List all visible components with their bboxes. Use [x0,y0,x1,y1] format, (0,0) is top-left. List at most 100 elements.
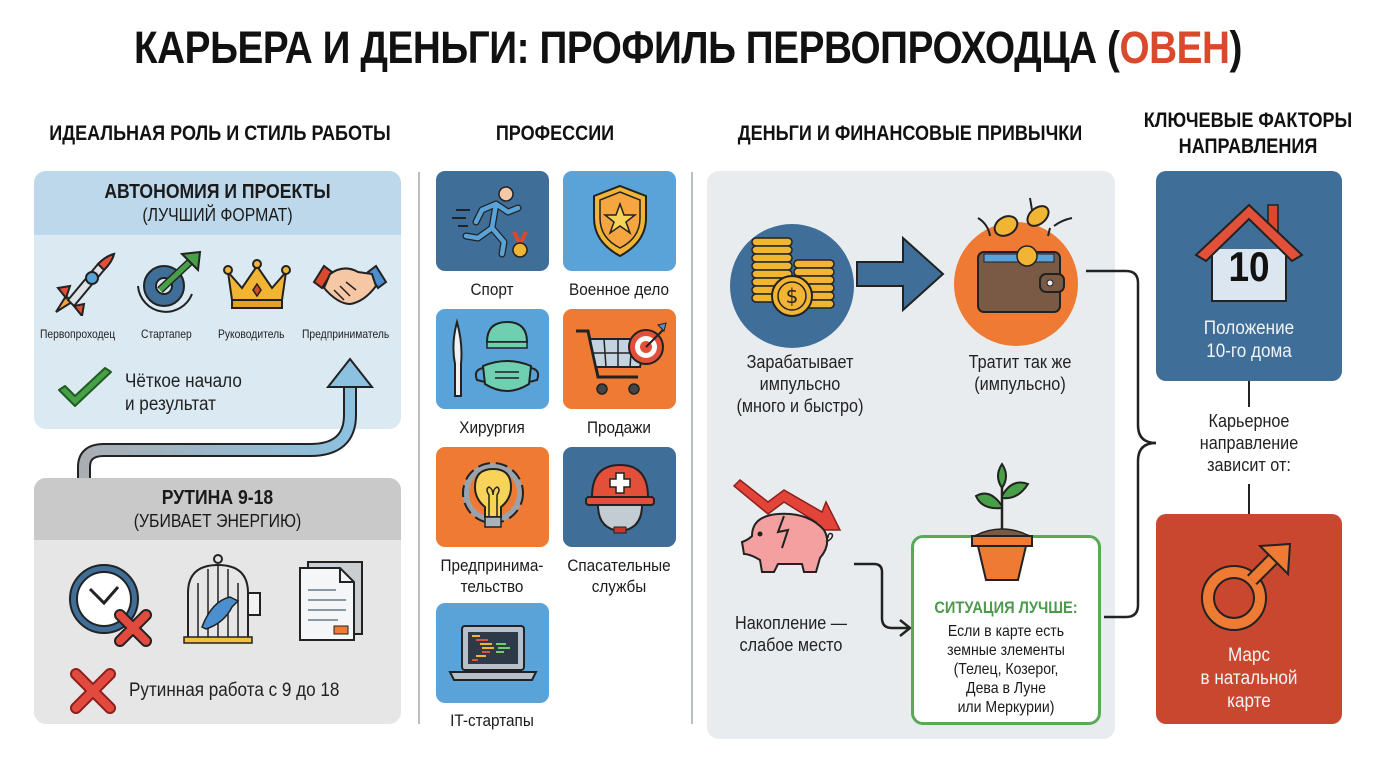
clock-cross-icon [69,564,152,647]
section-header-factors-1: КЛЮЧЕВЫЕ ФАКТОРЫ [1143,109,1353,132]
mars-symbol-icon [1201,542,1292,631]
save-text-1: Накопление — [735,613,847,633]
mars-label: Марс в натальной карте [1165,644,1332,713]
better-body-4: Дева в Луне [966,680,1046,697]
profession-label-sales: Продажи [587,418,651,437]
better-situation-title: СИТУАЦИЯ ЛУЧШЕ: [934,598,1078,617]
upgrade-arrow-icon [77,357,375,480]
earn-text-1: Зарабатывает [746,352,854,372]
mars-label-2: в натальной [1200,668,1298,689]
documents-icon [299,561,363,641]
house-label-1: Положение [1203,318,1295,339]
handshake-icon [312,264,388,306]
house-label-2: 10-го дома [1206,341,1292,362]
page-title: КАРЬЕРА И ДЕНЬГИ: ПРОФИЛЬ ПЕРВОПРОХОДЦА … [96,22,1279,74]
crown-icon [223,259,291,309]
autonomy-card-header: АВТОНОМИЯ И ПРОЕКТЫ (ЛУЧШИЙ ФОРМАТ) [34,171,401,235]
factor-card-mars: Марс в натальной карте [1156,514,1342,724]
broken-piggy-bank-icon [732,478,842,573]
right-arrow-icon [856,235,945,313]
profession-label-it: IT-стартапы [450,711,534,730]
house-icon [1194,203,1304,302]
title-close-paren: ) [1229,22,1243,73]
better-body-1: Если в карте есть [947,623,1065,640]
rescue-helmet-icon [584,463,655,534]
career-dep-2: направление [1199,433,1299,453]
role-label-entrepreneur: Предприниматель [302,327,390,341]
save-text: Накопление — слабое место [724,612,859,656]
cart-target-icon [575,322,667,395]
plant-pot-icon [971,462,1033,581]
cross-icon [70,668,116,714]
house-label: Положение 10-го дома [1165,317,1332,363]
section-header-money: ДЕНЬГИ И ФИНАНСОВЫЕ ПРИВЫЧКИ [737,122,1083,145]
spend-text-1: Тратит так же [968,352,1072,372]
coins-stack-icon: $ [730,224,854,348]
routine-cross-text: Рутинная работа с 9 до 18 [129,680,340,701]
autonomy-title: АВТОНОМИЯ И ПРОЕКТЫ [104,181,331,203]
check-text-line1: Чёткое начало [125,371,242,392]
runner-medal-icon [451,186,528,258]
career-dep-1: Карьерное [1208,411,1290,431]
profession-tile-surgery [436,309,549,409]
profession-label-surgery: Хирургия [459,418,525,437]
profession-label-rescue-2: службы [591,577,647,596]
profession-label-sport: Спорт [470,280,514,299]
gear-growth-icon [137,250,202,313]
profession-tile-sport [436,171,549,271]
profession-tile-rescue [563,447,676,547]
shield-star-icon [592,184,647,258]
bird-cage-icon [183,554,261,644]
earn-text-2: импульсно [759,374,841,394]
spend-text: Тратит так же (импульсно) [948,351,1092,395]
career-dependency-text: Карьерное направление зависит от: [1178,410,1320,476]
profession-tile-it [436,603,549,703]
section-header-role: ИДЕАЛЬНАЯ РОЛЬ И СТИЛЬ РАБОТЫ [49,122,391,145]
save-text-2: слабое место [739,635,843,655]
mars-label-1: Марс [1227,645,1271,666]
routine-title: РУТИНА 9-18 [161,487,274,509]
role-label-pioneer: Первопроходец [40,327,116,341]
profession-label-rescue: Спасательные службы [556,555,682,597]
profession-label-military: Военное дело [569,280,669,299]
bracket-connector-icon [1086,269,1157,619]
column-divider [418,172,420,724]
connector-arrow-icon [854,562,913,637]
earn-text-3: (много и быстро) [736,396,864,416]
laptop-code-icon [447,625,538,681]
wallet-coins-icon [954,197,1078,346]
title-accent-sign: ОВЕН [1119,22,1230,73]
surgeon-icon [451,318,539,397]
section-header-professions: ПРОФЕССИИ [495,122,615,145]
mars-label-3: карте [1227,691,1271,712]
section-header-factors-2: НАПРАВЛЕНИЯ [1178,135,1318,158]
house-number: 10 [1228,243,1270,290]
check-text-line2: и результат [125,394,216,415]
profession-label-entrepreneurship-2: тельство [460,577,524,596]
connector-line [1248,381,1250,407]
lightbulb-gear-icon [461,462,524,528]
profession-tile-sales [563,309,676,409]
rocket-icon [55,252,116,316]
autonomy-subtitle: (ЛУЧШИЙ ФОРМАТ) [142,205,293,225]
title-text: КАРЬЕРА И ДЕНЬГИ: ПРОФИЛЬ ПЕРВОПРОХОДЦА … [133,22,1120,73]
svg-text:$: $ [786,284,799,308]
profession-label-entrepreneurship-1: Предпринима- [440,556,544,575]
check-text: Чёткое начало и результат [125,370,242,416]
routine-card-header: РУТИНА 9-18 (УБИВАЕТ ЭНЕРГИЮ) [34,478,401,540]
factor-card-10th-house: 10 Положение 10-го дома [1156,171,1342,381]
better-body-3: (Телец, Козерог, [953,661,1059,678]
column-divider [691,172,693,724]
connector-line [1248,484,1250,514]
profession-label-rescue-1: Спасательные [567,556,671,575]
profession-tile-military [563,171,676,271]
better-body-5: или Меркурии) [957,699,1055,716]
better-body-2: земные злементы [947,642,1065,659]
profession-label-entrepreneurship: Предпринима- тельство [429,555,555,597]
profession-tile-entrepreneurship [436,447,549,547]
spend-text-2: (импульсно) [974,374,1066,394]
earn-text: Зарабатывает импульсно (много и быстро) [728,351,872,417]
checkmark-icon [58,367,112,407]
routine-subtitle: (УБИВАЕТ ЭНЕРГИЮ) [133,511,302,531]
better-situation-body: Если в карте есть земные злементы (Телец… [925,622,1087,717]
